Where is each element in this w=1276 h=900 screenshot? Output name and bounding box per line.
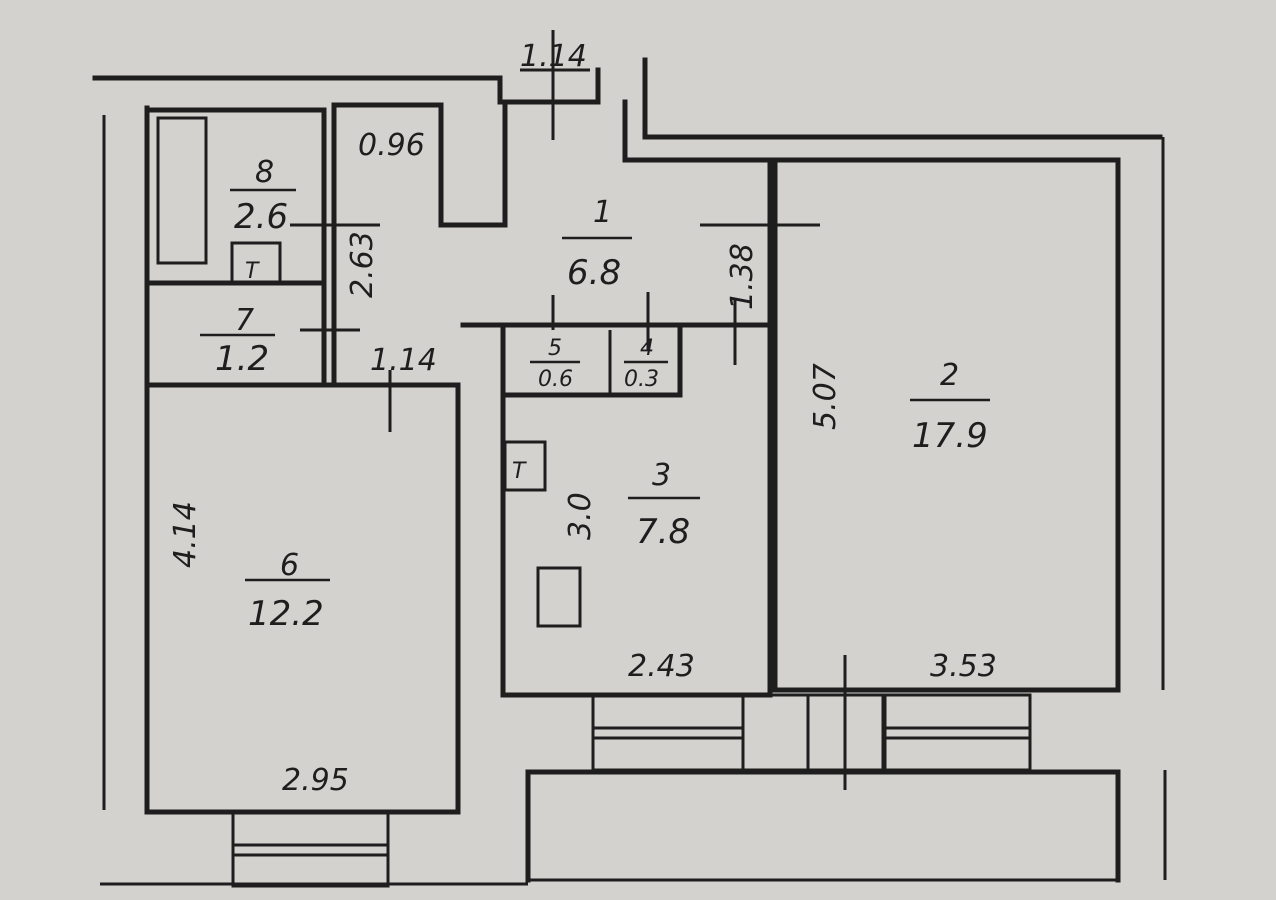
dimension-labels: 1.14 0.96 2.63 1.38 1.14 5.07 3.0 4.14 2… bbox=[168, 39, 997, 798]
dim-kitchen-width: 2.43 bbox=[628, 649, 695, 684]
room-label-3: 3 7.8 bbox=[628, 458, 700, 552]
dim-hall-opening: 1.14 bbox=[370, 343, 437, 378]
room-label-8: 8 2.6 bbox=[230, 155, 296, 237]
toilet-symbol: T bbox=[245, 259, 260, 284]
wall-room2 bbox=[772, 157, 1121, 693]
wall-balcony bbox=[525, 769, 1121, 883]
room-number-5: 5 bbox=[548, 336, 562, 361]
room-label-7: 7 1.2 bbox=[200, 303, 275, 379]
room-number-3: 3 bbox=[652, 458, 671, 493]
room-label-6: 6 12.2 bbox=[245, 548, 330, 634]
room-area-8: 2.6 bbox=[234, 197, 288, 237]
dim-room2-width: 3.53 bbox=[930, 649, 997, 684]
window-room2 bbox=[883, 693, 1032, 772]
room-area-2: 17.9 bbox=[912, 416, 988, 456]
wall-storage bbox=[331, 99, 508, 228]
dim-bath-height: 2.63 bbox=[345, 231, 380, 298]
wall-top-exterior bbox=[92, 67, 601, 105]
stove-symbol: T bbox=[512, 459, 527, 484]
room-area-5: 0.6 bbox=[538, 367, 573, 392]
room-number-7: 7 bbox=[235, 303, 254, 338]
dim-kitchen-height: 3.0 bbox=[563, 492, 598, 540]
room-area-3: 7.8 bbox=[636, 512, 690, 552]
stove-icon bbox=[503, 440, 547, 492]
room-label-4: 4 0.3 bbox=[624, 336, 668, 392]
room-number-2: 2 bbox=[940, 358, 959, 393]
wall-corridor-top bbox=[622, 99, 773, 163]
room-label-1: 1 6.8 bbox=[562, 195, 632, 293]
room-label-2: 2 17.9 bbox=[910, 358, 990, 456]
fixtures: T T bbox=[156, 116, 582, 628]
dim-room2-height: 5.07 bbox=[808, 363, 843, 430]
dim-hall-width: 1.38 bbox=[725, 243, 760, 310]
wall-closets bbox=[500, 327, 683, 398]
window-room6 bbox=[231, 810, 390, 888]
dim-room6-width: 2.95 bbox=[282, 763, 349, 798]
wall-bath-top bbox=[144, 107, 327, 388]
room-label-5: 5 0.6 bbox=[530, 336, 580, 392]
room-area-4: 0.3 bbox=[624, 367, 659, 392]
window-kitchen bbox=[591, 693, 745, 772]
sink-icon bbox=[536, 566, 582, 628]
walls bbox=[92, 57, 1167, 888]
dimension-ticks bbox=[290, 30, 847, 790]
room-area-6: 12.2 bbox=[248, 594, 324, 634]
room-area-1: 6.8 bbox=[567, 253, 621, 293]
room-number-1: 1 bbox=[593, 195, 612, 230]
dim-entry-top: 1.14 bbox=[520, 39, 587, 74]
bathtub-icon bbox=[156, 116, 208, 265]
room-number-6: 6 bbox=[280, 548, 299, 583]
room-number-4: 4 bbox=[640, 336, 654, 361]
dim-storage-depth: 0.96 bbox=[358, 128, 425, 163]
toilet-icon bbox=[230, 241, 282, 285]
balcony-door bbox=[741, 693, 885, 772]
room-area-7: 1.2 bbox=[215, 339, 269, 379]
wall-top-right-exterior bbox=[642, 57, 1163, 140]
room-number-8: 8 bbox=[255, 155, 274, 190]
dim-room6-height: 4.14 bbox=[168, 501, 203, 568]
